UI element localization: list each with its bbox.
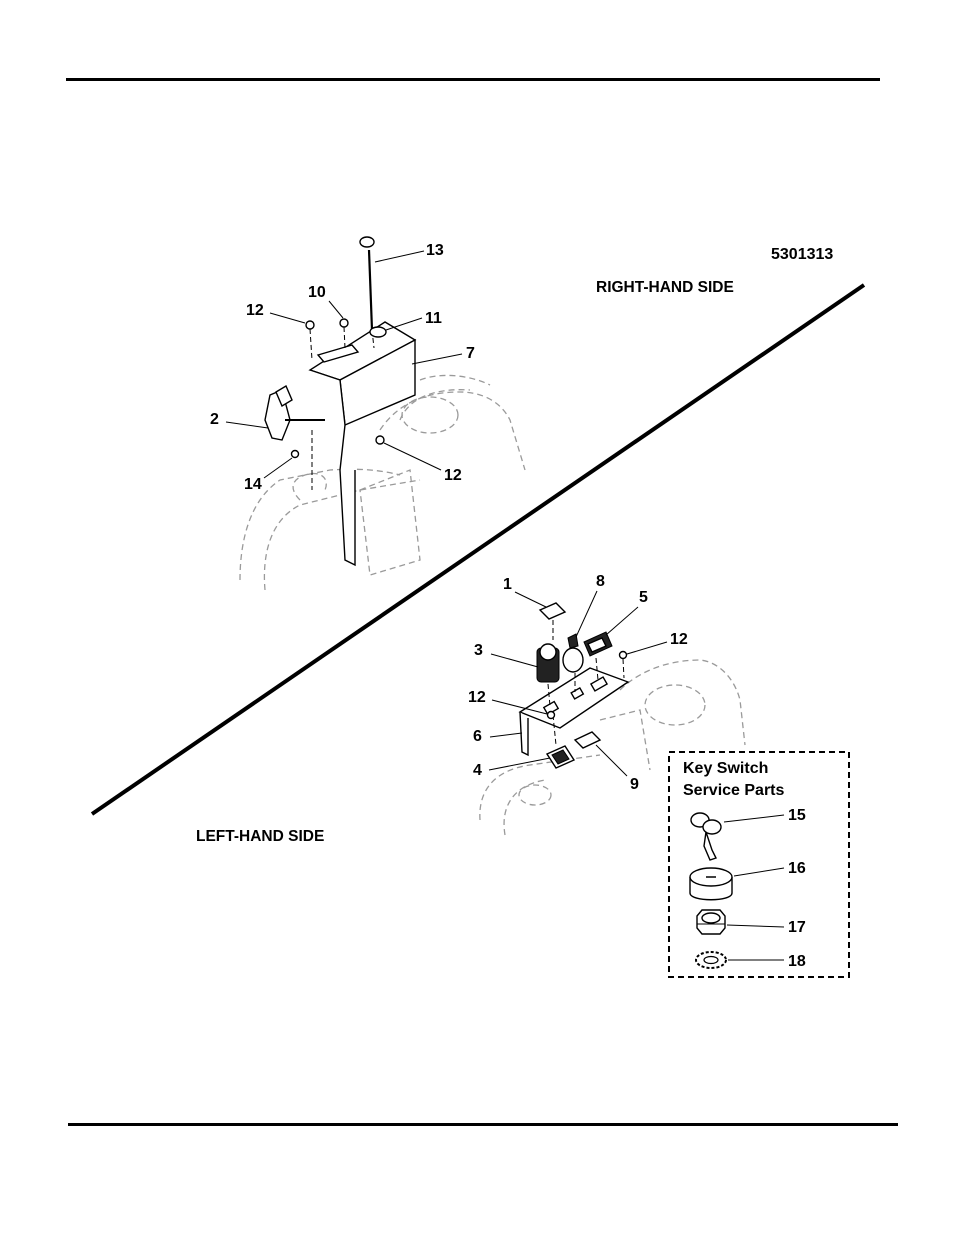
left-hand-side-label: LEFT-HAND SIDE <box>196 828 324 845</box>
callout-5: 5 <box>639 589 648 606</box>
bolt-10 <box>340 319 348 327</box>
callout-4: 4 <box>473 762 482 779</box>
callout-17: 17 <box>788 919 806 936</box>
callout-7: 7 <box>466 345 475 362</box>
rod-knob <box>360 237 374 247</box>
right-hand-side-label: RIGHT-HAND SIDE <box>596 279 734 296</box>
callout-14: 14 <box>244 476 262 493</box>
ghost-seat-inner-left <box>504 780 545 835</box>
bolt-10-dash <box>344 327 345 348</box>
service-box-title-line2: Service Parts <box>683 782 785 799</box>
callout-10: 10 <box>308 284 326 301</box>
service-box-title-line1: Key Switch <box>683 760 768 777</box>
callout-8: 8 <box>596 573 605 590</box>
switch-3-face <box>540 644 556 660</box>
ghost-seat-outline <box>240 469 400 580</box>
callout-12-side: 12 <box>444 467 462 484</box>
callout-13: 13 <box>426 242 444 259</box>
rod-shaft <box>369 250 372 330</box>
hex-nut-icon <box>697 910 725 934</box>
ghost-seat-outline-left <box>480 755 600 820</box>
ghost-panel-left <box>600 710 650 770</box>
callout-12-panel-left: 12 <box>468 689 486 706</box>
callout-11: 11 <box>425 310 442 327</box>
callout-15: 15 <box>788 807 806 824</box>
ghost-cap <box>293 473 326 500</box>
key-switch-8 <box>563 648 583 672</box>
nut-14 <box>292 451 299 458</box>
callout-12-panel-right: 12 <box>670 631 688 648</box>
lock-cylinder-icon <box>690 868 732 900</box>
callout-1: 1 <box>503 576 512 593</box>
callout-9: 9 <box>630 776 639 793</box>
ghost-fender-left <box>620 660 745 745</box>
callout-18: 18 <box>788 953 806 970</box>
right-hand-assembly <box>240 237 525 590</box>
figure-number: 5301313 <box>771 246 833 263</box>
callout-6: 6 <box>473 728 482 745</box>
bolt-12-panel-right <box>620 652 627 659</box>
bolt-12-dash <box>310 329 312 360</box>
key-switch-service-box: Key Switch Service Parts 15 16 17 <box>669 752 849 977</box>
nut-11 <box>370 327 386 337</box>
ghost-top <box>420 375 490 385</box>
lock-washer-icon <box>696 952 726 968</box>
callout-2: 2 <box>210 411 219 428</box>
bolt-12-side <box>376 436 384 444</box>
ghost-panel <box>360 470 420 575</box>
ghost-tank-left <box>645 685 705 725</box>
callout-3: 3 <box>474 642 483 659</box>
bolt-12-top <box>306 321 314 329</box>
bolt-12-panel-left <box>548 712 555 719</box>
callout-12-top: 12 <box>246 302 264 319</box>
callout-16: 16 <box>788 860 806 877</box>
